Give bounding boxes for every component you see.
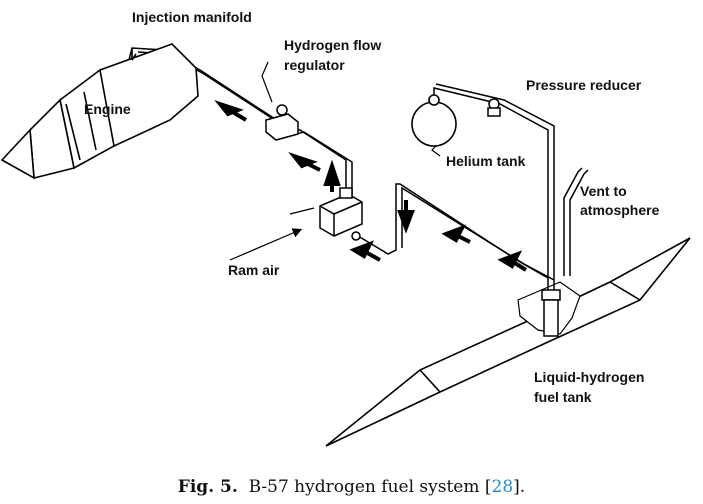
label-lh2-tank: Liquid-hydrogen xyxy=(534,369,644,385)
leader-lines xyxy=(229,61,441,261)
caption-end: ]. xyxy=(513,477,526,497)
label-hydrogen-flow-regulator-2: regulator xyxy=(284,57,345,73)
flow-arrows xyxy=(214,99,528,272)
label-pressure-reducer: Pressure reducer xyxy=(526,77,642,93)
caption-text: B-57 hydrogen fuel system [ xyxy=(248,477,492,497)
caption-ref-link[interactable]: 28 xyxy=(491,477,514,497)
label-hydrogen-flow-regulator: Hydrogen flow xyxy=(284,37,381,53)
figure-caption: Fig. 5. B-57 hydrogen fuel system [28]. xyxy=(0,477,703,497)
flow-arrow xyxy=(397,200,415,234)
flow-arrow xyxy=(323,159,341,192)
flow-arrow xyxy=(288,151,321,172)
flow-arrow xyxy=(497,250,528,272)
label-ram-air: Ram air xyxy=(228,262,280,278)
engine xyxy=(0,43,199,180)
label-lh2-tank-2: fuel tank xyxy=(534,389,592,405)
tank-fitting xyxy=(541,289,561,337)
label-engine: Engine xyxy=(84,101,131,117)
fuel-line xyxy=(127,47,589,296)
hydrogen-flow-regulator xyxy=(265,104,299,141)
caption-fig: Fig. 5. xyxy=(177,477,238,497)
label-helium-tank: Helium tank xyxy=(446,153,526,169)
helium-tank xyxy=(411,94,457,147)
pressure-reducer xyxy=(487,98,501,117)
flow-arrow xyxy=(441,224,471,244)
flow-arrow xyxy=(349,240,381,262)
label-vent: Vent to xyxy=(580,183,627,199)
fuel-system-diagram: Injection manifold Hydrogen flow regulat… xyxy=(0,9,691,447)
label-injection-manifold: Injection manifold xyxy=(132,9,252,25)
heat-exchanger xyxy=(319,187,363,241)
flow-arrow xyxy=(214,99,248,122)
label-vent-2: atmosphere xyxy=(580,202,660,218)
liquid-hydrogen-tank xyxy=(325,237,691,447)
